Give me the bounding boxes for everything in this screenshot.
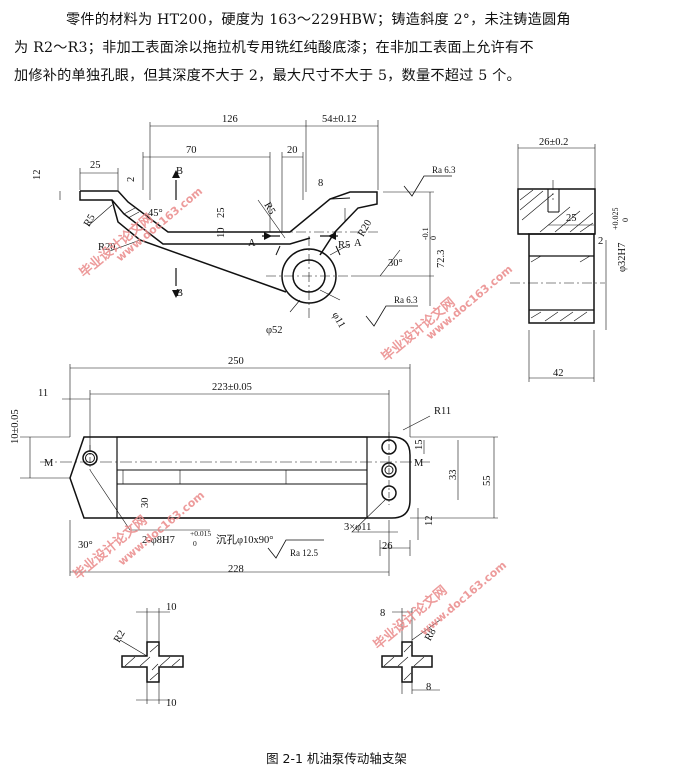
hole-note-tol-lower: 0 [193,539,197,548]
hole-note-suffix: 沉孔φ10x90° [216,533,274,546]
label-m-right: M [414,458,424,469]
dim-25: 25 [90,160,101,171]
dim-30: 30 [140,498,151,509]
hole-note: 2-φ8H7 [142,535,175,546]
dim-phi52: φ52 [266,325,283,336]
dim-33: 33 [448,470,459,481]
section-a-a [119,608,184,704]
holes-3-phi11: 3×φ11 [344,522,371,533]
section-b-dim-r8: R8 [423,627,439,643]
section-a-dim-10-top: 10 [166,602,177,613]
dim-r20-b: R20 [356,218,374,239]
dim-45deg: 45° [148,208,163,219]
dim-72-3: 72.3 [436,250,447,268]
label-b-top: B [176,166,183,177]
dim-26-top: 26 [382,541,393,552]
dim-55: 55 [482,476,493,487]
label-a-right: A [354,238,362,249]
technical-requirements-paragraph: 零件的材料为 HT200，硬度为 163～229HBW；铸造斜度 2°，未注铸造… [14,6,659,90]
dim-72-3-tol-upper: -0.1 [421,227,430,240]
dim-42: 42 [553,368,564,379]
paragraph-line-3: 加修补的单独孔眼，但其深度不大于 2，最大尺寸不大于 5，数量不超过 5 个。 [14,68,521,84]
section-b-dim-8-bottom: 8 [426,682,431,693]
roughness-ra63-b: Ra 6.3 [394,295,418,305]
section-b-dim-8-top: 8 [380,608,385,619]
dim-25b: 25 [216,208,227,219]
side-view-annotations: 26±0.2 25 2 42 φ32H7 +0.025 0 [539,137,630,379]
roughness-ra63-a: Ra 6.3 [432,165,456,175]
section-a-dim-r2: R2 [112,629,128,645]
dim-2-side: 2 [598,236,603,247]
paragraph-line-1: 零件的材料为 HT200，硬度为 163～229HBW；铸造斜度 2°，未注铸造… [66,12,571,28]
dim-30deg-top: 30° [78,540,93,551]
section-a-dim-10-bottom: 10 [166,698,177,709]
dim-72-3-tol-lower: 0 [429,236,438,240]
dim-12: 12 [32,170,43,181]
dim-2: 2 [126,177,137,182]
paragraph-line-2: 为 R2～R3；非加工表面涂以拖拉机专用铣红纯酸底漆；在非加工表面上允许有不 [14,40,534,56]
figure-caption: 图 2-1 机油泵传动轴支架 [266,751,407,766]
watermark-url-2: www.doc163.com [424,263,516,343]
roughness-ra125: Ra 12.5 [290,548,318,558]
dim-10-tol: 10±0.05 [10,409,21,444]
side-view [510,144,607,382]
dim-12-top: 12 [424,516,435,527]
top-view-annotations: 250 223±0.05 11 10±0.05 R11 15 33 55 12 … [10,356,493,575]
section-annotations: 10 R2 10 8 R8 8 [112,602,439,709]
dim-223: 223±0.05 [212,382,252,393]
front-view [59,120,452,327]
dim-10: 10 [216,228,227,239]
dim-phi32h7: φ32H7 [617,243,628,272]
dim-r5-b: R5 [261,201,277,217]
section-b-b [381,608,441,694]
dim-11: 11 [38,388,48,399]
dim-r20-a: R20 [98,242,116,253]
dim-r11: R11 [434,406,451,417]
dim-r5-c: R5 [338,240,350,251]
dim-8: 8 [318,178,323,189]
dim-54: 54±0.12 [322,114,357,125]
dim-26: 26±0.2 [539,137,568,148]
top-view [20,364,498,576]
dim-phi32h7-tol-upper: +0.025 [611,207,620,230]
label-b-bottom: B [176,288,183,299]
dim-15: 15 [414,440,425,451]
dim-228: 228 [228,564,244,575]
dim-30deg: 30° [388,258,403,269]
dim-250: 250 [228,356,244,367]
engineering-drawing: 126 54±0.12 70 20 25 12 2 8 25 10 45° R5… [10,114,630,709]
watermark-url-1: www.doc163.com [114,185,206,265]
dim-126: 126 [222,114,238,125]
label-a-left: A [248,238,256,249]
dim-phi32h7-tol-lower: 0 [621,218,630,222]
dim-25-side: 25 [566,213,577,224]
dim-r5-a: R5 [82,213,98,229]
hole-note-tol-upper: +0.015 [190,529,211,538]
dim-70: 70 [186,145,197,156]
front-view-annotations: 126 54±0.12 70 20 25 12 2 8 25 10 45° R5… [32,114,456,336]
dim-phi11: φ11 [329,311,347,331]
label-m-left: M [44,458,54,469]
dim-20: 20 [287,145,298,156]
